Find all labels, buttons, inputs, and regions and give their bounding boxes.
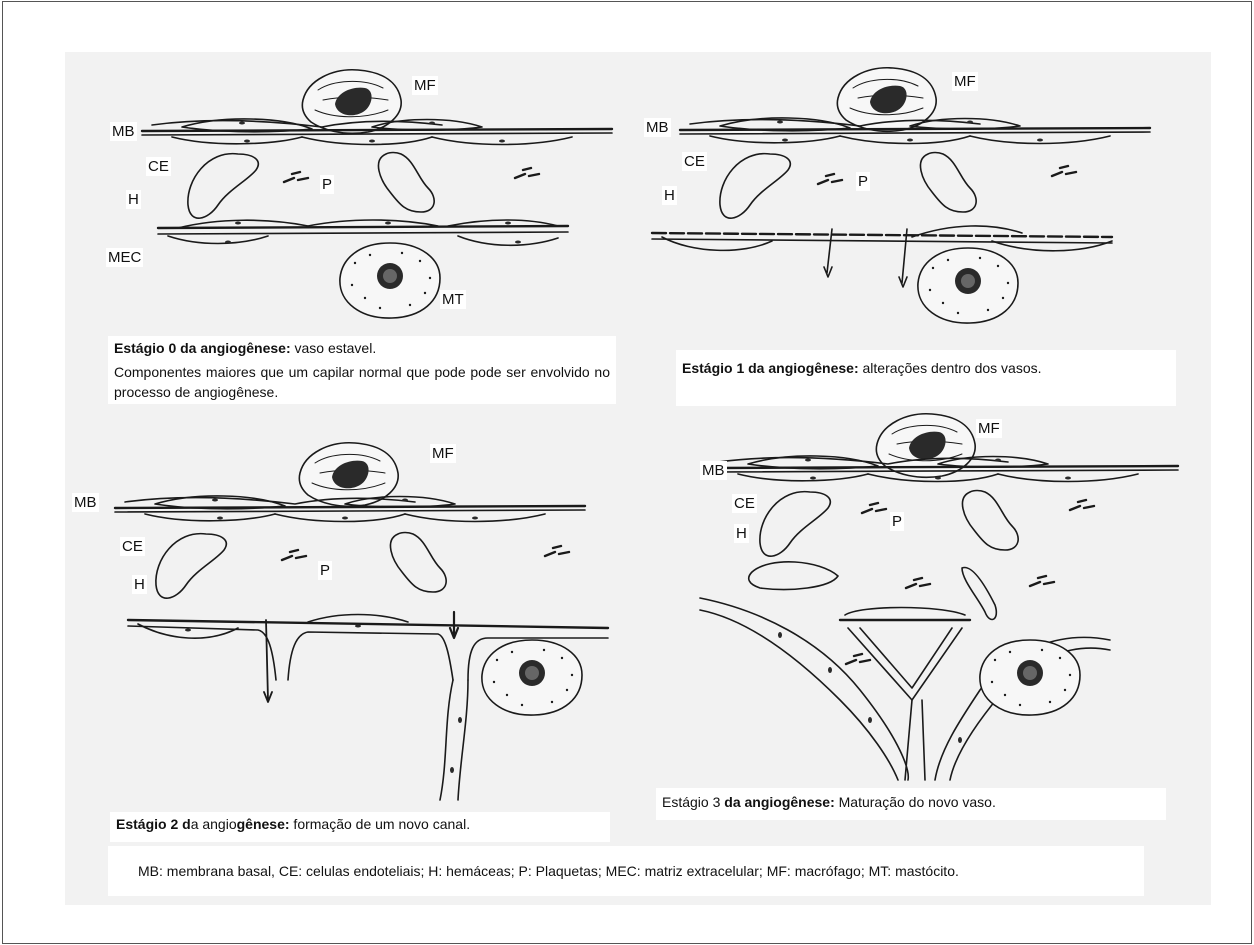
caption-stage-0-bold: Estágio 0 da angiogênese:: [114, 340, 291, 356]
label-endothelial-cells: CE: [732, 494, 757, 513]
label-macrophage: MF: [976, 419, 1002, 438]
red-blood-cell: [390, 533, 446, 593]
label-platelets: P: [890, 512, 904, 531]
label-basement-membrane: MB: [700, 461, 727, 480]
caption-stage-0-text: vaso estavel.: [291, 340, 377, 356]
caption-stage-2-bold-a: Estágio 2 d: [116, 816, 191, 832]
caption-stage-0-description: Componentes maiores que um capilar norma…: [114, 362, 610, 402]
platelets: [1052, 166, 1076, 176]
caption-stage-3: Estágio 3 da angiogênese: Maturação do n…: [656, 788, 1166, 820]
label-basement-membrane: MB: [110, 122, 137, 141]
capillary-bottom-wall: [652, 226, 1112, 287]
label-red-blood-cells: H: [126, 190, 141, 209]
label-macrophage: MF: [430, 444, 456, 463]
platelets: [282, 550, 306, 560]
platelets: [862, 503, 886, 513]
label-platelets: P: [318, 561, 332, 580]
label-red-blood-cells: H: [734, 524, 749, 543]
capillary-bottom-wall: [158, 220, 568, 245]
red-blood-cell: [188, 154, 258, 219]
platelets: [818, 174, 842, 184]
label-red-blood-cells: H: [662, 186, 677, 205]
caption-stage-2: Estágio 2 da angiogênese: formação de um…: [110, 812, 610, 842]
mast-cell: [918, 248, 1018, 323]
label-macrophage: MF: [412, 76, 438, 95]
platelets: [1070, 500, 1094, 510]
red-blood-cell: [720, 154, 790, 219]
label-endothelial-cells: CE: [146, 157, 171, 176]
caption-stage-0-title: Estágio 0 da angiogênese: vaso estavel.: [114, 338, 610, 358]
caption-stage-3-text: Maturação do novo vaso.: [835, 794, 996, 810]
stage0-capillary: [142, 70, 612, 318]
label-red-blood-cells: H: [132, 575, 147, 594]
label-basement-membrane: MB: [644, 118, 671, 137]
caption-stage-2-text: formação de um novo canal.: [290, 816, 471, 832]
mast-cell: [340, 243, 440, 318]
caption-stage-3-plain: Estágio 3: [662, 794, 724, 810]
platelets: [545, 546, 569, 556]
caption-stage-1-bold: Estágio 1 da angiogênese:: [682, 360, 859, 376]
platelets: [515, 168, 539, 178]
label-endothelial-cells: CE: [120, 537, 145, 556]
stage3-capillary: [700, 414, 1178, 780]
label-endothelial-cells: CE: [682, 152, 707, 171]
platelets: [284, 172, 308, 182]
label-platelets: P: [320, 175, 334, 194]
label-macrophage: MF: [952, 72, 978, 91]
mast-cell: [980, 640, 1080, 715]
stage2-capillary: [115, 443, 608, 800]
caption-stage-2-bold-b: gênese:: [237, 816, 290, 832]
label-basement-membrane: MB: [72, 493, 99, 512]
label-extracellular-matrix: MEC: [106, 248, 143, 267]
label-mast-cell: MT: [440, 290, 466, 309]
caption-stage-2-plain: a angio: [191, 816, 237, 832]
red-blood-cell: [156, 534, 226, 599]
caption-stage-1: Estágio 1 da angiogênese: alterações den…: [676, 350, 1176, 406]
caption-stage-3-bold: da angiogênese:: [724, 794, 834, 810]
mast-cell: [482, 640, 582, 715]
red-blood-cell: [962, 491, 1018, 551]
red-blood-cell: [920, 153, 976, 213]
abbreviation-legend: MB: membrana basal, CE: celulas endoteli…: [108, 846, 1144, 896]
red-blood-cell: [760, 492, 830, 557]
caption-stage-1-text: alterações dentro dos vasos.: [859, 360, 1042, 376]
label-platelets: P: [856, 172, 870, 191]
stage1-capillary: [652, 68, 1150, 323]
red-blood-cell: [378, 153, 434, 213]
caption-stage-0: Estágio 0 da angiogênese: vaso estavel. …: [108, 336, 616, 404]
